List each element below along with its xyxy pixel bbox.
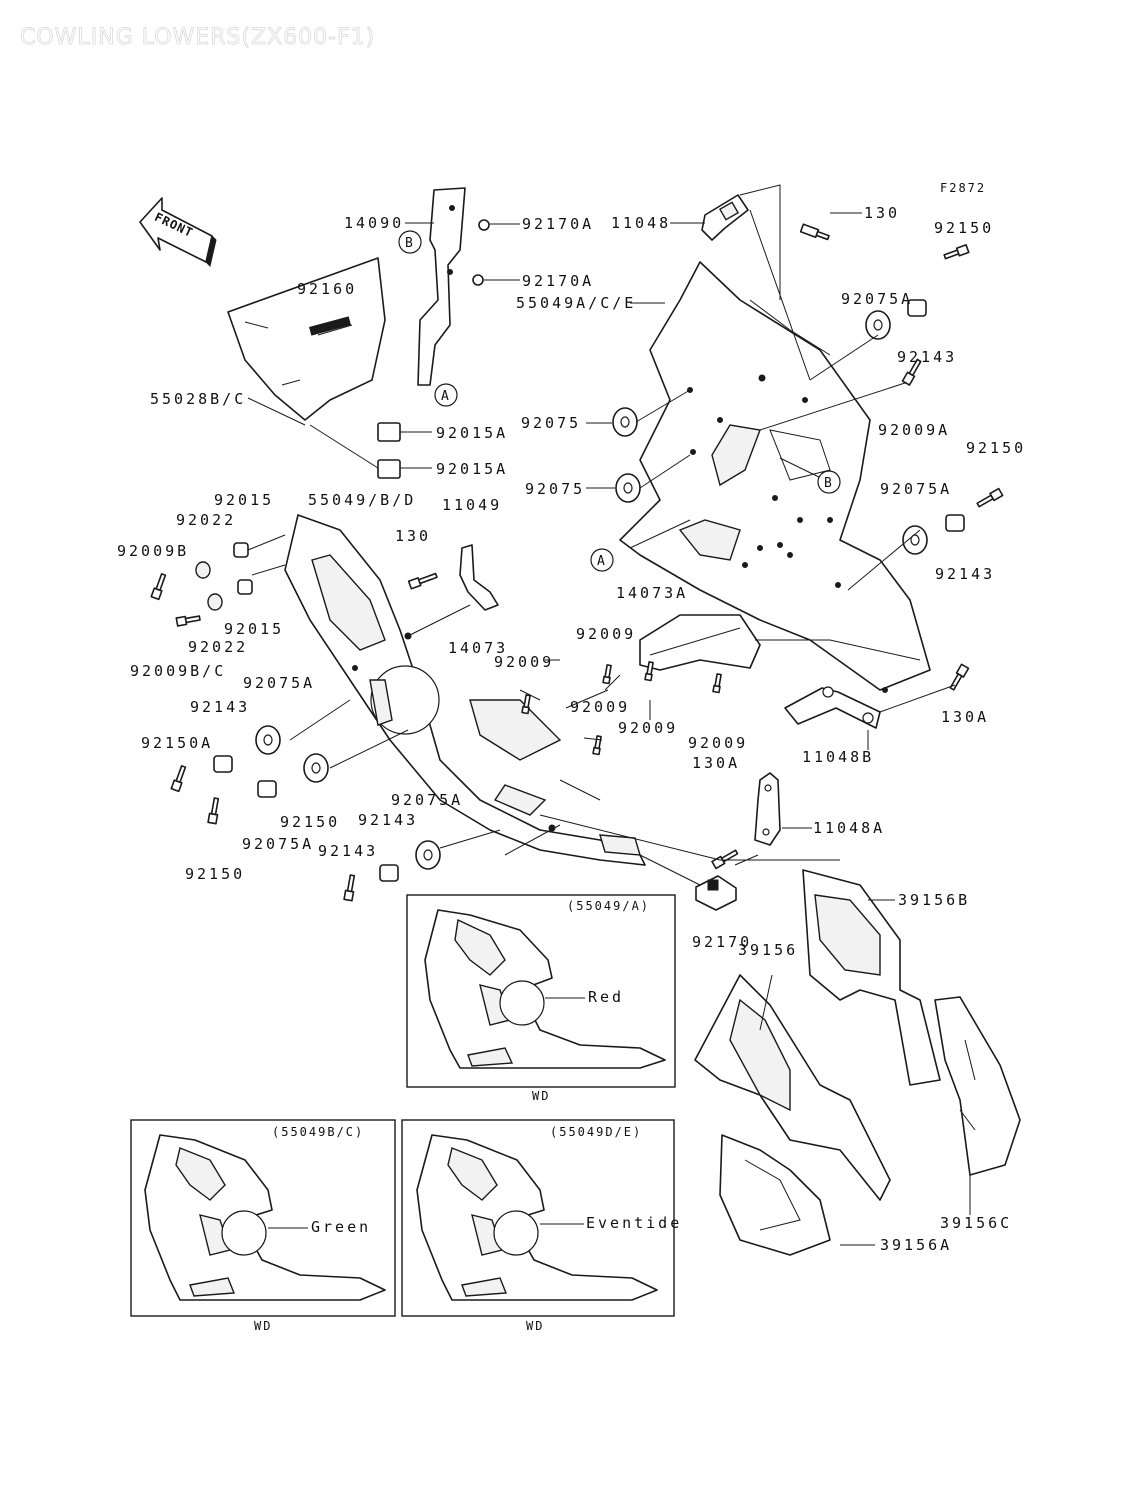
label-92170: 92170 — [692, 933, 752, 951]
svg-text:B: B — [824, 476, 832, 491]
svg-text:A: A — [441, 389, 449, 404]
label-92022-2: 92022 — [188, 638, 248, 656]
part-labels: 14090 92170A 11048 130 92150 92160 92170… — [117, 204, 1026, 1254]
label-92075a-left: 92075A — [243, 674, 315, 692]
insulator-39156a-part — [719, 1134, 831, 1256]
label-55049a-c-e: 55049A/C/E — [516, 294, 636, 312]
ref-mark-a-top: A — [434, 383, 458, 407]
inset-green-color: Green — [311, 1218, 371, 1236]
label-92150-bottom-right: 92150 — [280, 813, 340, 831]
label-92009b: 92009B — [117, 542, 189, 560]
insulator-39156b-part — [802, 869, 941, 1086]
label-92015a-1: 92015A — [436, 424, 508, 442]
label-130-top: 130 — [864, 204, 900, 222]
bracket-14090-part — [417, 187, 466, 386]
leader-lines — [247, 184, 971, 1246]
label-39156c: 39156C — [940, 1214, 1012, 1232]
bracket-11049-part — [459, 544, 499, 611]
bracket-11048b-part — [784, 686, 881, 729]
label-92143-bottom: 92143 — [358, 811, 418, 829]
label-14090: 14090 — [344, 214, 404, 232]
label-92022-1: 92022 — [176, 511, 236, 529]
label-11048b: 11048B — [802, 748, 874, 766]
label-92009b-c: 92009B/C — [130, 662, 226, 680]
front-arrow-icon: FRONT — [139, 197, 217, 267]
inset-red-variant: (55049/A) — [567, 899, 650, 913]
insulator-39156c-part — [934, 996, 1021, 1176]
label-92015-1: 92015 — [214, 491, 274, 509]
figure-code: F2872 — [940, 181, 986, 195]
label-92075a-right: 92075A — [880, 480, 952, 498]
inset-red-color: Red — [588, 988, 624, 1006]
cowl-left-55049-part — [284, 514, 646, 866]
label-130a-mid: 130A — [692, 754, 740, 772]
label-92143-top: 92143 — [897, 348, 957, 366]
bracket-11048-part — [701, 194, 749, 241]
label-130-mid: 130 — [395, 527, 431, 545]
cowl-55028-part — [227, 257, 386, 421]
label-92009a: 92009A — [878, 421, 950, 439]
label-92015a-2: 92015A — [436, 460, 508, 478]
inset-red-code: WD — [532, 1089, 550, 1103]
label-14073: 14073 — [448, 639, 508, 657]
label-92009-5: 92009 — [688, 734, 748, 752]
svg-text:B: B — [405, 236, 413, 251]
label-92015-2: 92015 — [224, 620, 284, 638]
ref-mark-a-bottom: A — [590, 548, 614, 572]
inset-green: (55049B/C) Green WD — [130, 1119, 396, 1333]
inset-eventide-code: WD — [526, 1319, 544, 1333]
label-92009-4: 92009 — [618, 719, 678, 737]
label-92150-top: 92150 — [934, 219, 994, 237]
label-92075a-lower: 92075A — [242, 835, 314, 853]
label-92009-1: 92009 — [576, 625, 636, 643]
label-130a-right: 130A — [941, 708, 989, 726]
hardware-group — [150, 219, 1004, 902]
bracket-14073a-part — [639, 614, 761, 671]
label-92150a: 92150A — [141, 734, 213, 752]
label-55028b-c: 55028B/C — [150, 390, 246, 408]
label-11048a: 11048A — [813, 819, 885, 837]
label-92150-right: 92150 — [966, 439, 1026, 457]
inset-red: (55049/A) Red WD — [406, 894, 676, 1103]
label-14073a: 14073A — [616, 584, 688, 602]
label-92009-2: 92009 — [494, 653, 554, 671]
label-92075-2: 92075 — [525, 480, 585, 498]
clip-92170-part — [695, 875, 737, 911]
label-39156a: 39156A — [880, 1236, 952, 1254]
label-92143-right: 92143 — [935, 565, 995, 583]
label-92143-left: 92143 — [190, 698, 250, 716]
label-92150-bottom-left: 92150 — [185, 865, 245, 883]
label-39156: 39156 — [738, 941, 798, 959]
inset-eventide: (55049D/E) Eventide WD — [401, 1119, 682, 1333]
label-92075a-top: 92075A — [841, 290, 913, 308]
label-92009-3: 92009 — [570, 698, 630, 716]
label-92160: 92160 — [297, 280, 357, 298]
label-39156b: 39156B — [898, 891, 970, 909]
cowl-right-55049-part — [619, 261, 931, 693]
ref-mark-b-top: B — [398, 230, 422, 254]
label-92075-1: 92075 — [521, 414, 581, 432]
svg-text:A: A — [597, 554, 605, 569]
insulator-39156-part — [694, 974, 891, 1201]
label-92143-lower: 92143 — [318, 842, 378, 860]
inset-eventide-variant: (55049D/E) — [550, 1125, 642, 1139]
bracket-11048a-part — [754, 772, 781, 846]
inset-eventide-color: Eventide — [586, 1214, 682, 1232]
page-title: COWLING LOWERS(ZX600-F1) — [20, 25, 375, 50]
inset-green-variant: (55049B/C) — [272, 1125, 364, 1139]
label-55049-b-d: 55049/B/D — [308, 491, 416, 509]
label-92075a-bottom: 92075A — [391, 791, 463, 809]
label-92170a-bottom: 92170A — [522, 272, 594, 290]
label-11048: 11048 — [611, 214, 671, 232]
ref-mark-b-bottom: B — [817, 470, 841, 494]
label-11049: 11049 — [442, 496, 502, 514]
label-92170a-top: 92170A — [522, 215, 594, 233]
inset-green-code: WD — [254, 1319, 272, 1333]
